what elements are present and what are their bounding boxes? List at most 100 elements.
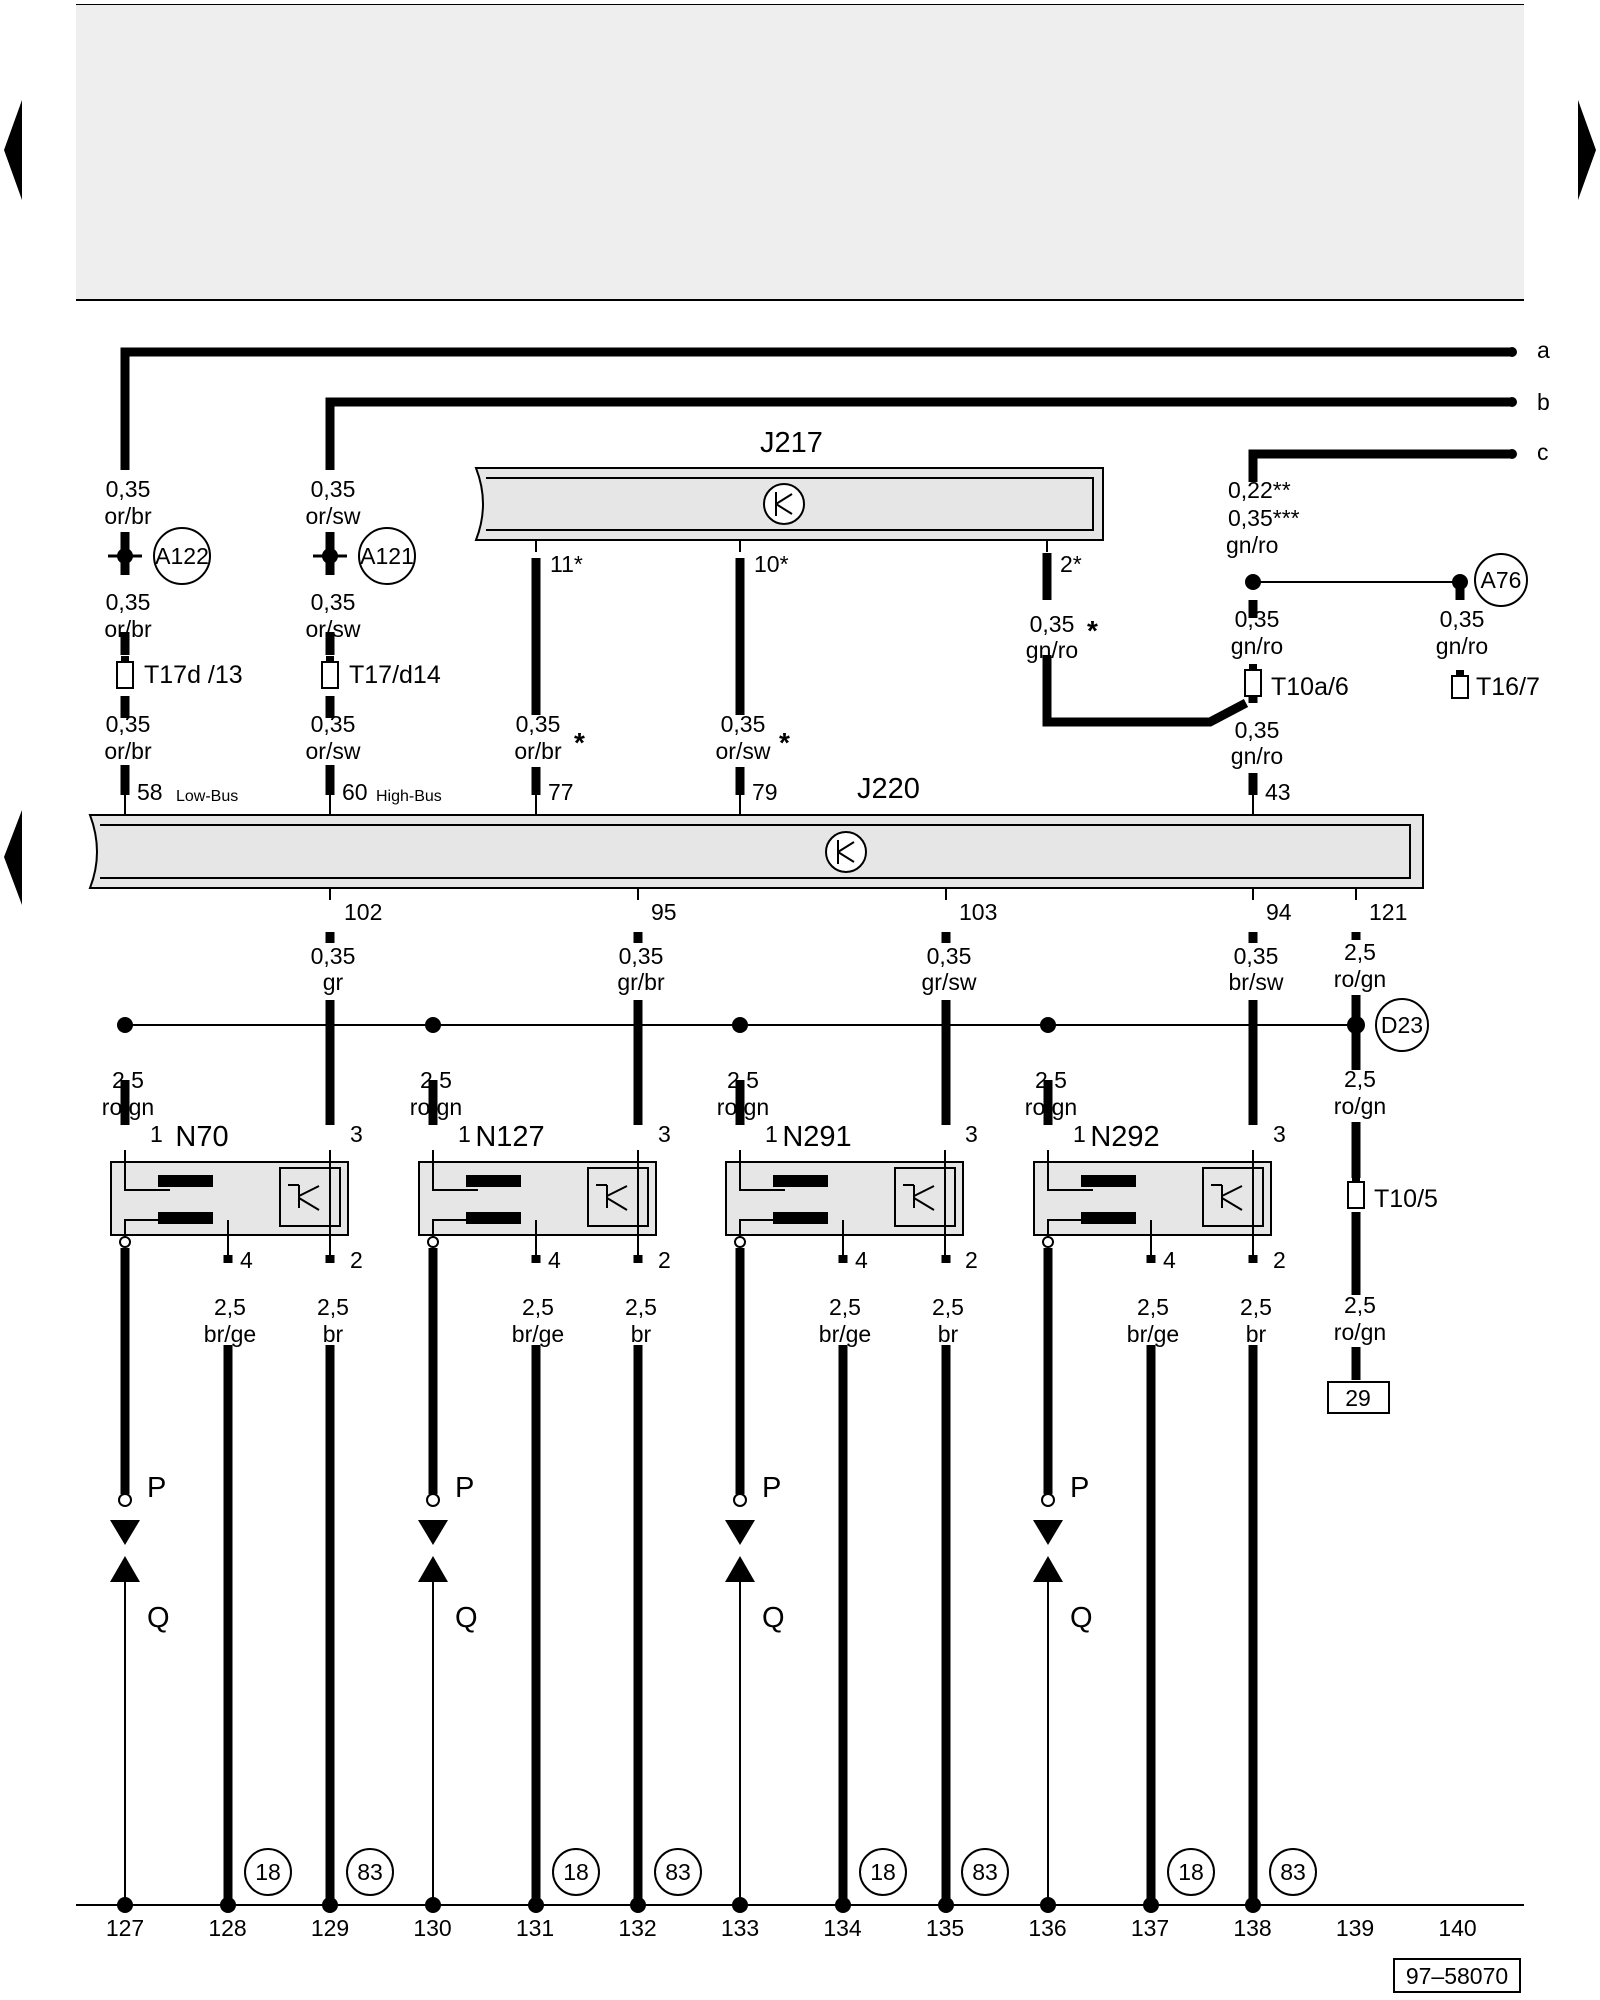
ground-ref-label: 83 (972, 1859, 998, 1885)
connector-label-t17d13: T17d /13 (144, 661, 243, 689)
ground-ref-label: 83 (1280, 1859, 1306, 1885)
pin-label: 3 (350, 1121, 363, 1147)
ground-ref-circle (346, 1848, 394, 1896)
wire-size: 2,5 (214, 1294, 246, 1320)
wire-size: 2,5 (420, 1067, 452, 1093)
connector-caps-upper (121, 656, 1464, 676)
track-number: 133 (721, 1915, 759, 1941)
bottom-terminal-dots (117, 1897, 1261, 1913)
transistor-icon (288, 1184, 320, 1211)
track-number: 135 (926, 1915, 964, 1941)
connector-label-t167: T16/7 (1476, 673, 1540, 701)
junction-label-a121: A121 (360, 543, 414, 569)
j220-output-wire-labels: 0,35 gr 0,35 gr/br 0,35 gr/sw 0,35 br/sw… (311, 939, 1387, 1345)
wire-size: 0,22** (1228, 477, 1291, 503)
connector-label-t10a6: T10a/6 (1271, 673, 1349, 701)
track-number: 137 (1131, 1915, 1169, 1941)
pin-label-j220-102: 102 (344, 899, 382, 925)
next-page-arrow-icon[interactable] (1578, 100, 1596, 200)
pin-label-j220-121: 121 (1369, 899, 1407, 925)
p-label: P (1070, 1472, 1089, 1504)
connector-symbol-t105 (1347, 1181, 1365, 1209)
p-arrow-icon (1033, 1520, 1063, 1545)
wire-size: 0,35 (1235, 606, 1280, 632)
module-j217 (474, 467, 1104, 541)
previous-section-arrow-icon[interactable] (4, 810, 22, 905)
wire-size: 2,5 (1137, 1294, 1169, 1320)
wire-size: 0,35*** (1228, 505, 1300, 531)
upper-wire-labels: 0,35 or/br 0,35 or/br 0,35 or/br 0,35 or… (104, 476, 1488, 769)
wire-size: 0,35 (106, 589, 151, 615)
wire-size: 2,5 (625, 1294, 657, 1320)
wire-size: 2,5 (1344, 1292, 1376, 1318)
wire-color: br (938, 1321, 959, 1347)
module-j220 (88, 814, 1424, 889)
ground-ref-label: 18 (870, 1859, 896, 1885)
q-label: Q (147, 1602, 170, 1634)
p-terminal (1041, 1493, 1055, 1507)
pin-label-j220-58: 58 (137, 779, 163, 805)
wire-size: 0,35 (311, 589, 356, 615)
wire-size: 0,35 (721, 711, 766, 737)
j217-pin-stubs (535, 540, 1048, 552)
ground-ref-circle (654, 1848, 702, 1896)
ground-ref-label: 18 (255, 1859, 281, 1885)
q-label: Q (762, 1602, 785, 1634)
wire-size: 2,5 (317, 1294, 349, 1320)
asterisk: * (1087, 615, 1098, 646)
wire-color: gn/ro (1026, 637, 1078, 663)
wire-end-label-b: b (1537, 389, 1550, 415)
wire-color: or/sw (306, 616, 361, 642)
wire-color: or/sw (306, 503, 361, 529)
wire-color: or/sw (306, 738, 361, 764)
can-bus-icon-j220 (825, 831, 867, 873)
pin-label: 1 (765, 1121, 778, 1147)
wire-size: 0,35 (927, 943, 972, 969)
pin-label-j220-43: 43 (1265, 779, 1291, 805)
bus-label-low: Low-Bus (176, 788, 238, 805)
wire-size: 0,35 (311, 476, 356, 502)
q-arrow-icon (418, 1556, 448, 1582)
pin-label: 4 (240, 1247, 253, 1273)
wire-size: 2,5 (112, 1067, 144, 1093)
wire-color: br (323, 1321, 344, 1347)
pin-label: 1 (458, 1121, 471, 1147)
pin-label: 4 (1163, 1247, 1176, 1273)
wire-size: 2,5 (829, 1294, 861, 1320)
transistor-icon (903, 1184, 935, 1211)
wire-color: or/sw (716, 738, 771, 764)
wire-size: 0,35 (106, 476, 151, 502)
ground-ref-label: 83 (665, 1859, 691, 1885)
reference-box (1327, 1381, 1390, 1414)
pin-label-j220-95: 95 (651, 899, 677, 925)
pin-label: 3 (965, 1121, 978, 1147)
wire-size: 2,5 (1240, 1294, 1272, 1320)
bus-wire-end-dots (1507, 347, 1517, 459)
q-arrow-icon (1033, 1556, 1063, 1582)
wire-size: 0,35 (1440, 606, 1485, 632)
wire-end-label-a: a (1537, 337, 1550, 363)
wire-color: ro/gn (717, 1094, 769, 1120)
ground-ref-label: 18 (563, 1859, 589, 1885)
track-number: 130 (413, 1915, 451, 1941)
reference-box-label: 29 (1345, 1385, 1371, 1411)
wire-color: br/ge (819, 1321, 871, 1347)
header-panel (76, 5, 1524, 300)
wire-c-labels: 0,22** 0,35*** gn/ro (1226, 477, 1300, 558)
doc-id: 97–58070 (1406, 1963, 1508, 1989)
wire-color: br/sw (1229, 969, 1284, 995)
ground-ref-label: 18 (1178, 1859, 1204, 1885)
wire-color: ro/gn (410, 1094, 462, 1120)
wire-size: 0,35 (106, 711, 151, 737)
track-number: 140 (1438, 1915, 1476, 1941)
previous-page-arrow-icon[interactable] (4, 100, 22, 200)
junction-label-d23: D23 (1381, 1012, 1423, 1038)
wire-color: gn/ro (1231, 743, 1283, 769)
ground-ref-circle (1269, 1848, 1317, 1896)
wire-color: or/br (104, 503, 152, 529)
wire-size: 2,5 (1344, 939, 1376, 965)
pin-label-j220-94: 94 (1266, 899, 1292, 925)
